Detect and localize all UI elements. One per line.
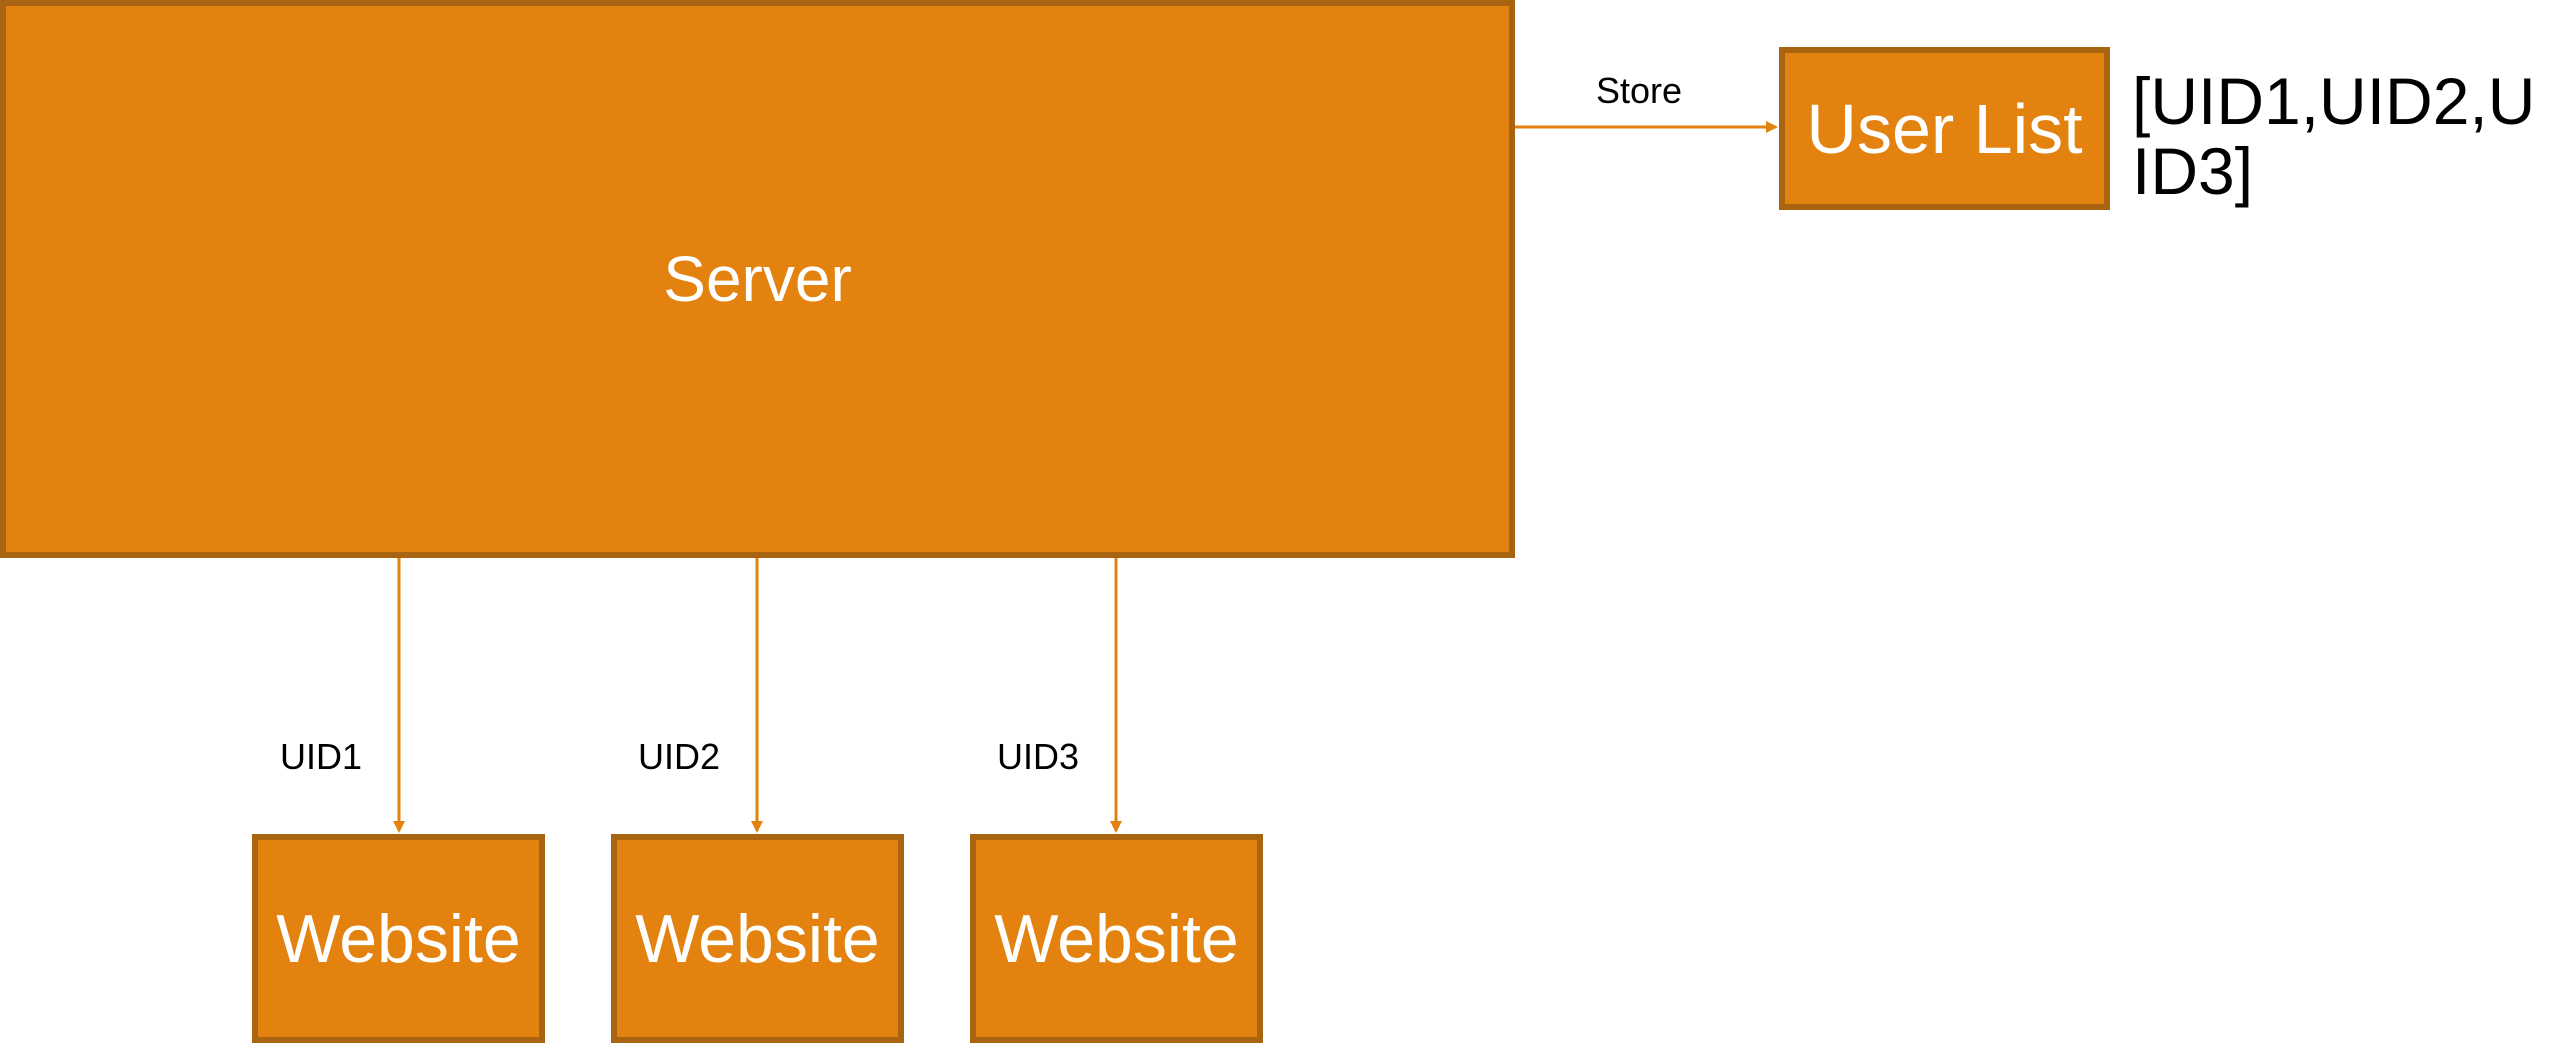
website-label: Website xyxy=(276,900,521,977)
store-edge-label: Store xyxy=(1596,70,1683,111)
server-node: Server xyxy=(0,0,1515,558)
website-node-3: Website xyxy=(970,834,1263,1043)
website-label: Website xyxy=(994,900,1239,977)
server-label: Server xyxy=(663,243,852,315)
uid1-edge-label: UID1 xyxy=(280,736,363,777)
uid2-edge-label: UID2 xyxy=(638,736,721,777)
user-list-label: User List xyxy=(1806,89,2083,168)
user-list-value: [UID1,UID2,UID3] xyxy=(2132,64,2536,208)
website-node-2: Website xyxy=(611,834,904,1043)
website-label: Website xyxy=(635,900,880,977)
website-node-1: Website xyxy=(252,834,545,1043)
user-list-node: User List xyxy=(1779,47,2110,210)
uid3-edge-label: UID3 xyxy=(997,736,1080,777)
